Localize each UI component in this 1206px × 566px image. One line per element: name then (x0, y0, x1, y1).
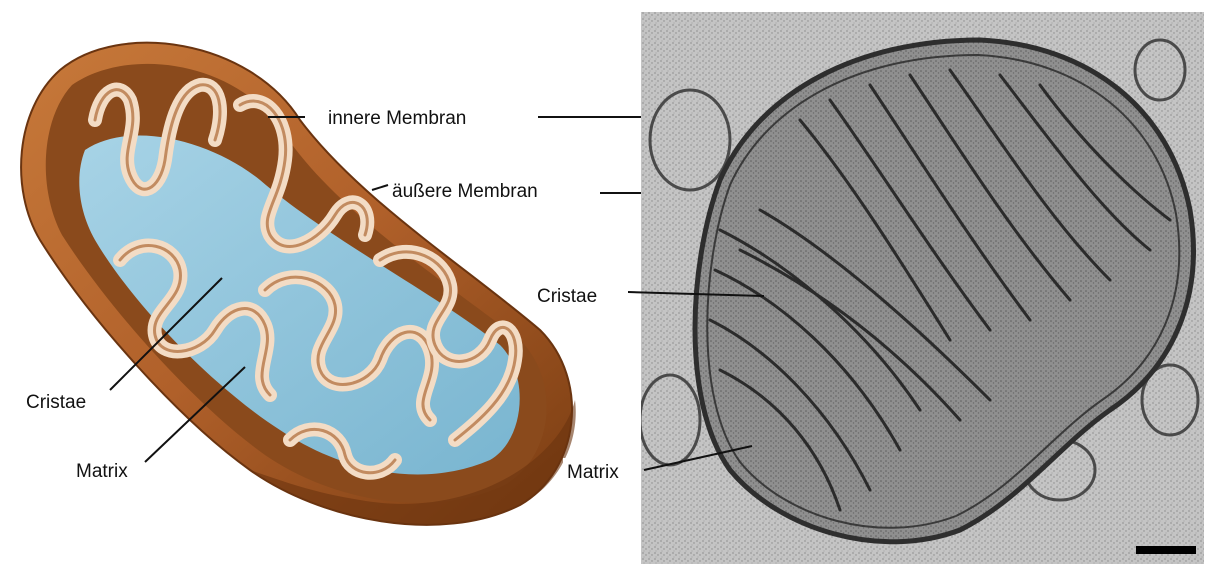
label-matrix-left: Matrix (76, 461, 128, 482)
label-matrix-right: Matrix (567, 462, 619, 483)
scale-bar (1136, 546, 1196, 554)
label-outer-membrane: äußere Membran (392, 181, 538, 202)
label-cristae-right: Cristae (537, 286, 597, 307)
label-inner-membrane: innere Membran (328, 108, 466, 129)
mitochondrion-illustration (21, 43, 576, 525)
electron-micrograph (640, 12, 1204, 564)
label-cristae-left: Cristae (26, 392, 86, 413)
